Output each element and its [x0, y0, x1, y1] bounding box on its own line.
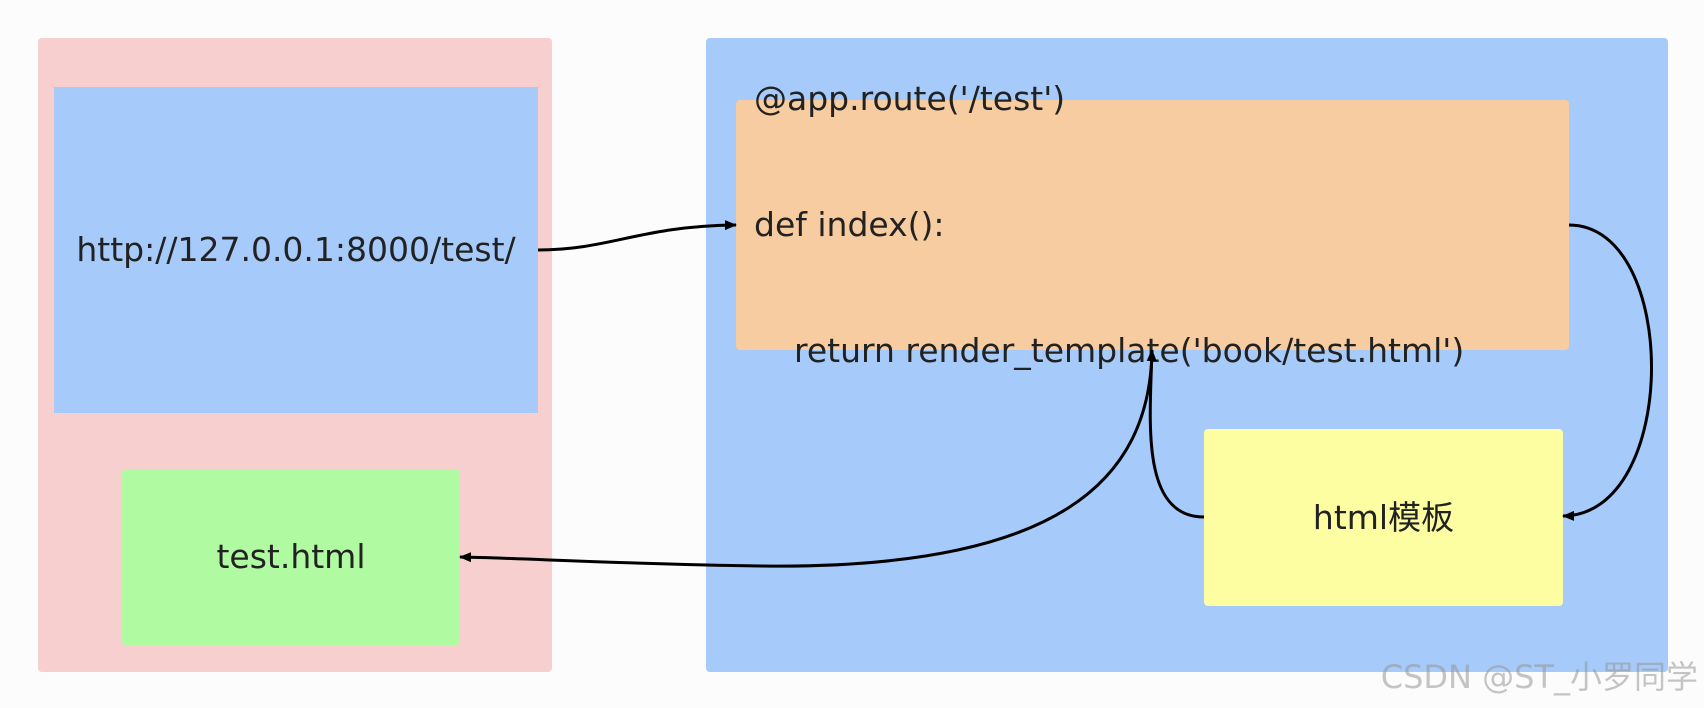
route-code-box: @app.route('/test') def index(): return …: [736, 79, 1569, 370]
code-line-return: return render_template('book/test.html'): [794, 331, 1465, 370]
route-code: @app.route('/test') def index(): return …: [754, 0, 1464, 456]
code-line-def: def index():: [754, 205, 945, 244]
response-file-label: test.html: [216, 537, 366, 577]
template-label: html模板: [1312, 497, 1455, 537]
watermark: CSDN @ST_小罗同学: [1380, 658, 1698, 696]
browser-url-box: http://127.0.0.1:8000/test/: [54, 87, 538, 413]
code-line-decorator: @app.route('/test'): [754, 79, 1066, 118]
template-box: html模板: [1204, 429, 1563, 606]
request-url: http://127.0.0.1:8000/test/: [76, 230, 516, 270]
response-html-box: test.html: [122, 469, 460, 645]
